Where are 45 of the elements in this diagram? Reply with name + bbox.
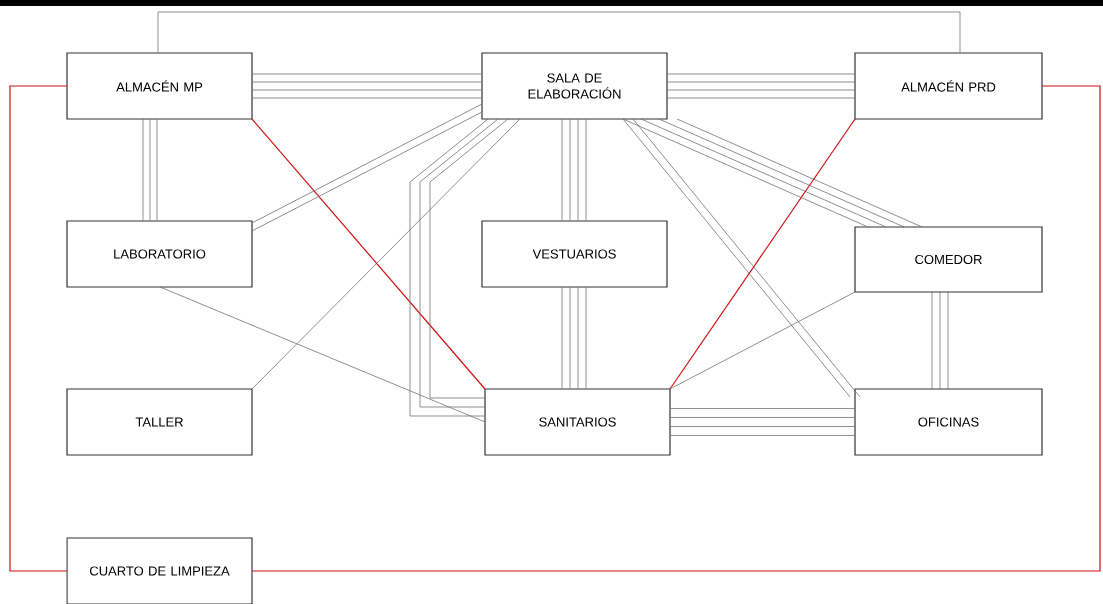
connector-line bbox=[666, 97, 856, 99]
connector-line bbox=[669, 408, 856, 409]
room-box: SALA DE ELABORACIÓN bbox=[481, 52, 668, 120]
connector-line bbox=[669, 291, 856, 390]
connector-line bbox=[9, 85, 68, 572]
connector-line bbox=[666, 89, 856, 91]
connector-line bbox=[669, 118, 856, 390]
room-box: SANITARIOS bbox=[484, 388, 671, 456]
room-box: CUARTO DE LIMPIEZA bbox=[66, 537, 253, 604]
connector-line bbox=[142, 118, 144, 222]
connector-line bbox=[669, 426, 856, 427]
connector-line bbox=[939, 291, 941, 390]
connector-line bbox=[931, 291, 933, 390]
connector-line bbox=[251, 73, 483, 75]
room-box: ALMACÉN MP bbox=[66, 52, 253, 120]
connector-line bbox=[149, 118, 151, 222]
connector-line bbox=[577, 286, 579, 390]
room-box: COMEDOR bbox=[854, 226, 1043, 293]
connector-line bbox=[251, 85, 1101, 572]
connector-line bbox=[666, 73, 856, 75]
connector-line bbox=[585, 118, 587, 222]
connector-line bbox=[251, 97, 483, 99]
connector-line bbox=[251, 81, 483, 83]
connector-line bbox=[561, 118, 563, 222]
connector-line bbox=[419, 118, 499, 408]
connector-line bbox=[156, 118, 158, 222]
connector-line bbox=[429, 118, 509, 399]
room-box: LABORATORIO bbox=[66, 220, 253, 288]
room-box: OFICINAS bbox=[854, 388, 1043, 456]
connector-line bbox=[666, 81, 856, 83]
connector-line bbox=[669, 435, 856, 436]
room-box: VESTUARIOS bbox=[481, 220, 668, 288]
connector-line bbox=[159, 286, 486, 423]
connector-line bbox=[561, 286, 563, 390]
connector-line bbox=[409, 118, 489, 417]
connector-line bbox=[157, 11, 961, 54]
connector-line bbox=[569, 286, 571, 390]
connector-line bbox=[577, 118, 579, 222]
room-box: ALMACÉN PRD bbox=[854, 52, 1043, 120]
connector-line bbox=[947, 291, 949, 390]
room-box: TALLER bbox=[66, 388, 253, 456]
connector-line bbox=[669, 417, 856, 418]
connector-line bbox=[585, 286, 587, 390]
connector-line bbox=[251, 89, 483, 91]
connector-line bbox=[569, 118, 571, 222]
